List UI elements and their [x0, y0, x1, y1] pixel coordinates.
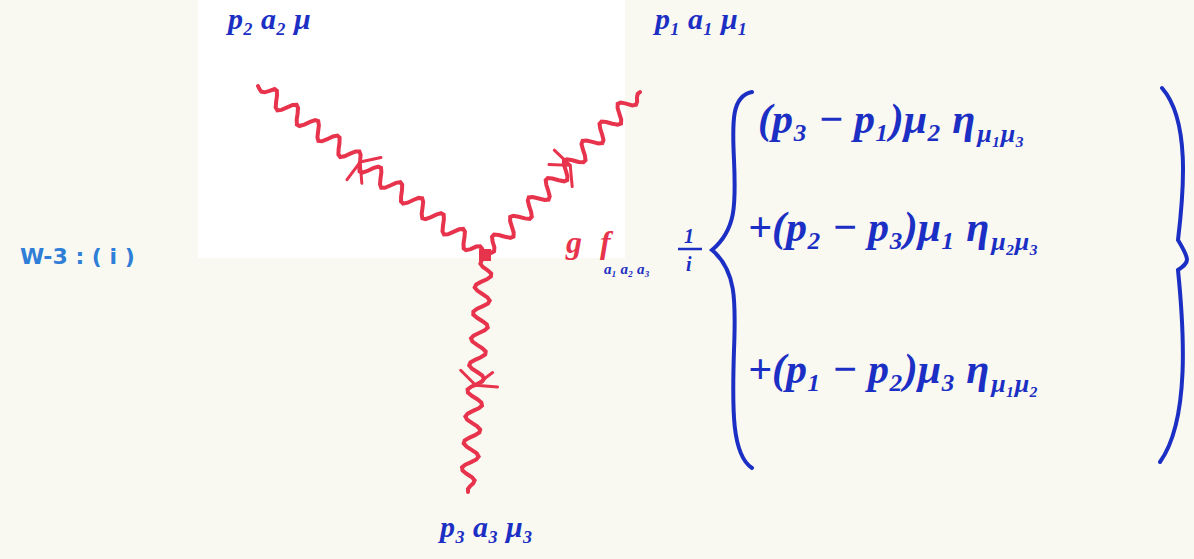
vertex-term: (p₃ − p₁)μ₂ η	[758, 98, 975, 140]
vertex-term: +(p₂ − p₃)μ₁ η	[748, 206, 989, 248]
gluon-line	[258, 86, 485, 255]
white-panel	[198, 0, 625, 559]
momentum-arrow	[549, 150, 572, 186]
metric-indices: μ₁μ₃	[977, 121, 1024, 147]
structure-constant: f	[600, 226, 611, 258]
ground-patch	[198, 258, 398, 559]
gluon-line	[462, 255, 491, 492]
momentum-arrow	[461, 370, 498, 387]
momentum-label: p₁ a₁ μ₁	[655, 4, 748, 34]
coupling-symbol: g	[566, 226, 582, 258]
vertex-dot	[479, 249, 491, 261]
momentum-label: p₃ a₃ μ₃	[440, 512, 533, 542]
momentum-label: p₂ a₂ μ	[228, 4, 311, 34]
color-indices: a₁ a₂ a₃	[604, 262, 650, 277]
rule-name: W-3 : ( i )	[20, 246, 135, 268]
momentum-arrow	[347, 158, 381, 184]
gluon-line	[485, 92, 640, 255]
right-brace	[1160, 88, 1187, 462]
metric-indices: μ₂μ₃	[991, 229, 1038, 255]
fraction-numerator: 1	[684, 226, 694, 246]
fraction-denominator: i	[686, 254, 692, 274]
left-brace	[712, 92, 752, 468]
metric-indices: μ₁μ₂	[991, 371, 1038, 397]
gluon-lines	[258, 86, 640, 492]
vertex-term: +(p₁ − p₂)μ₃ η	[748, 348, 989, 390]
fraction-bar	[678, 248, 702, 251]
